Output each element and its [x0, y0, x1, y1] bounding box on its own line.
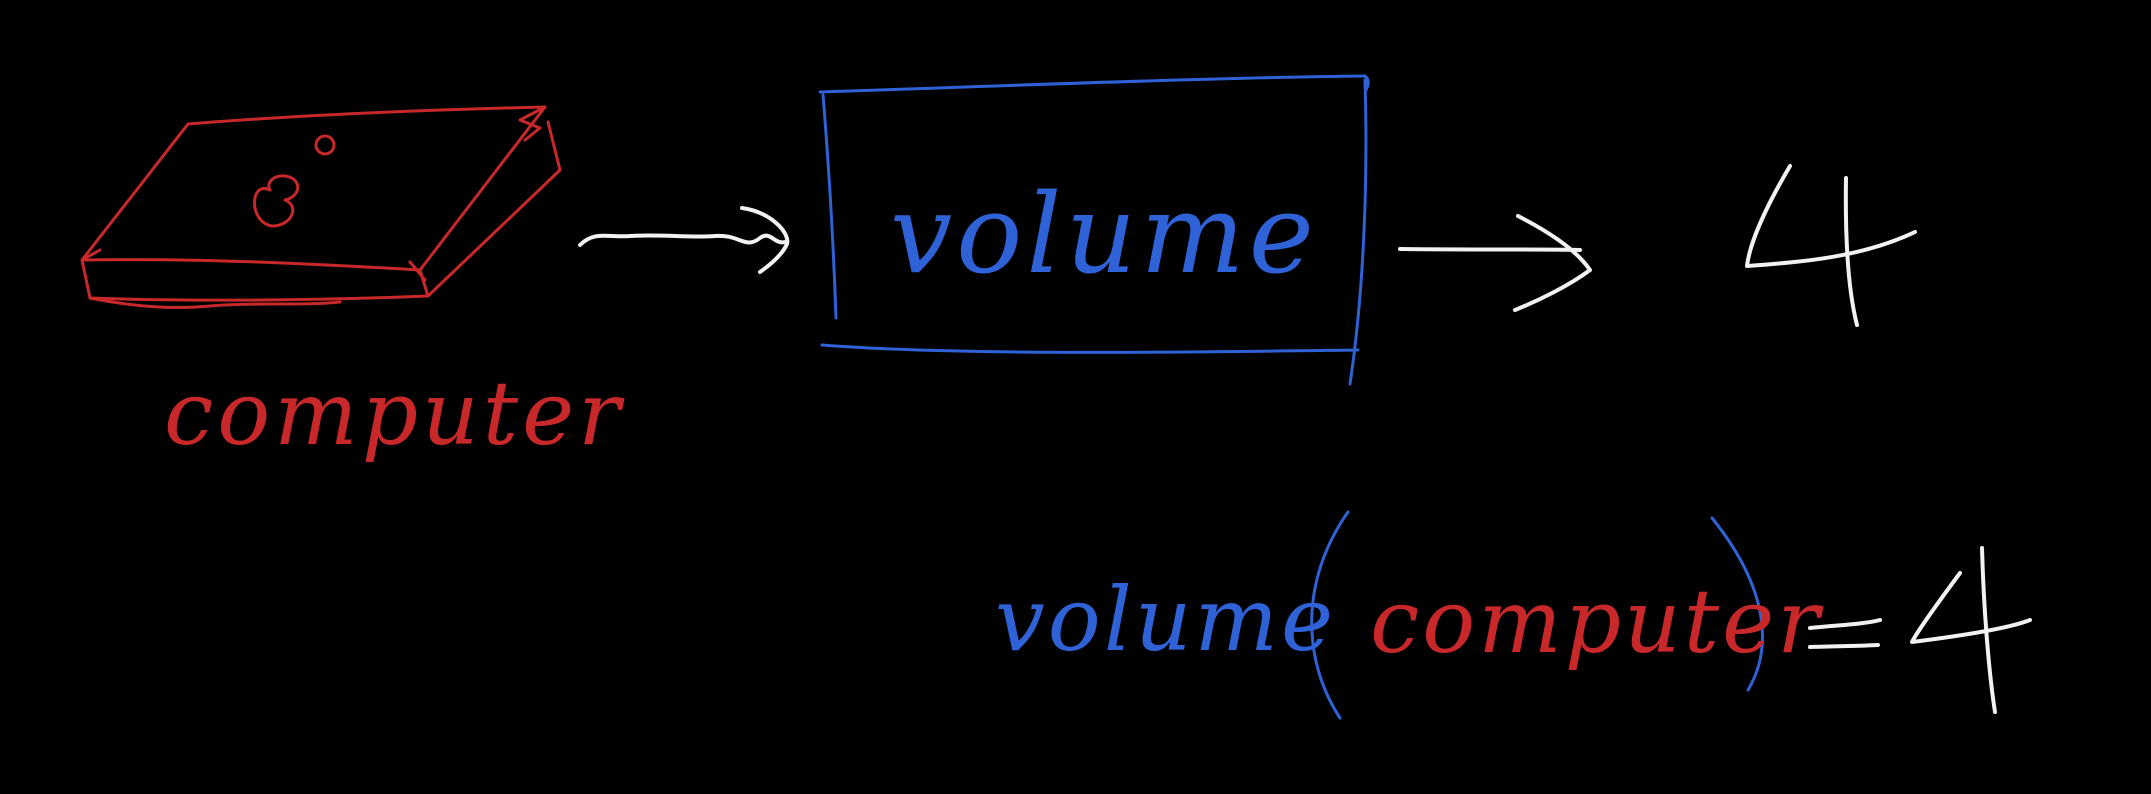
- equation-close-paren: ): [1750, 689, 1751, 691]
- equation-result: 4: [1960, 689, 1961, 691]
- arrow-icon: [1398, 214, 1592, 312]
- wavy-arrow-icon: [578, 206, 790, 274]
- equation-equals: =: [1840, 689, 1841, 691]
- equation-argument: computer: [1370, 570, 1824, 673]
- output-value-text: 4: [1830, 299, 1831, 301]
- output-value-four: [1745, 164, 1917, 327]
- equation-paren-strokes: [1310, 510, 1764, 720]
- laptop-icon: [80, 105, 562, 310]
- input-label-computer: computer: [164, 362, 625, 465]
- equation-result-strokes: [1808, 546, 2032, 714]
- equation-function-name: volume: [995, 568, 1336, 671]
- equation-open-paren: (: [1310, 689, 1311, 691]
- function-box: [818, 74, 1370, 386]
- function-box-label: volume: [890, 170, 1318, 298]
